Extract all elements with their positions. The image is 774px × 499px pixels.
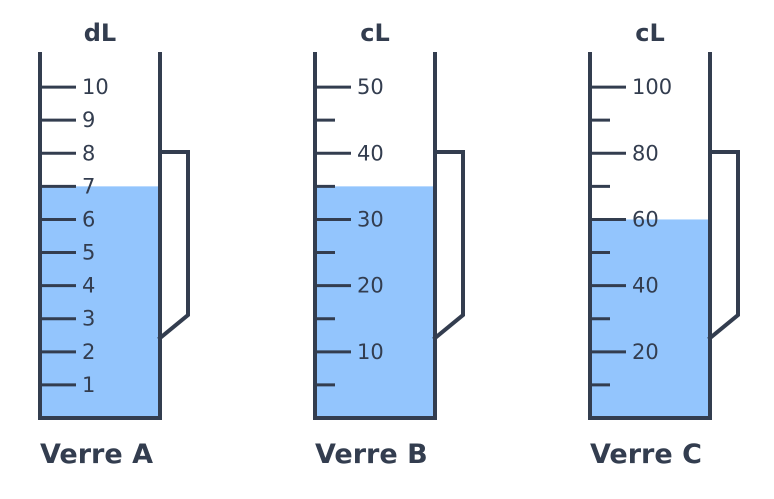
tick-label: 4 <box>82 274 95 298</box>
tick-label: 20 <box>357 274 384 298</box>
glass-c: 20 40 60 80 100 cL Verre C <box>588 19 740 470</box>
glass-outline <box>588 52 712 420</box>
glass-handle <box>432 150 465 341</box>
tick-label: 50 <box>357 75 384 99</box>
glass-handle <box>707 150 740 341</box>
tick-label: 10 <box>357 340 384 364</box>
tick-label: 100 <box>632 75 672 99</box>
tick-label: 7 <box>82 174 95 198</box>
liquid-fill <box>40 186 160 418</box>
glass-name: Verre B <box>315 439 428 470</box>
tick-label: 40 <box>632 274 659 298</box>
tick-label: 80 <box>632 141 659 165</box>
glass-handle <box>157 150 190 341</box>
tick-label: 40 <box>357 141 384 165</box>
glass-name: Verre C <box>590 439 702 470</box>
tick-label: 9 <box>82 108 95 132</box>
glass-outline <box>313 52 437 420</box>
glass-b: 10 20 30 40 50 cL Verre B <box>313 19 465 470</box>
glass-outline <box>38 52 162 420</box>
liquid-fill <box>315 186 435 418</box>
tick-label: 8 <box>82 141 95 165</box>
unit-label: cL <box>635 19 665 47</box>
tick-label: 10 <box>82 75 109 99</box>
tick-label: 20 <box>632 340 659 364</box>
tick-label: 2 <box>82 340 95 364</box>
glass-a: 1 2 3 4 5 6 7 8 9 10 dL Verre A <box>38 19 190 470</box>
tick-label: 30 <box>357 207 384 231</box>
tick-label: 1 <box>82 373 95 397</box>
unit-label: dL <box>84 19 116 47</box>
tick-label: 3 <box>82 307 95 331</box>
tick-label: 6 <box>82 207 95 231</box>
unit-label: cL <box>360 19 390 47</box>
tick-label: 60 <box>632 207 659 231</box>
glass-name: Verre A <box>40 439 153 470</box>
tick-label: 5 <box>82 241 95 265</box>
